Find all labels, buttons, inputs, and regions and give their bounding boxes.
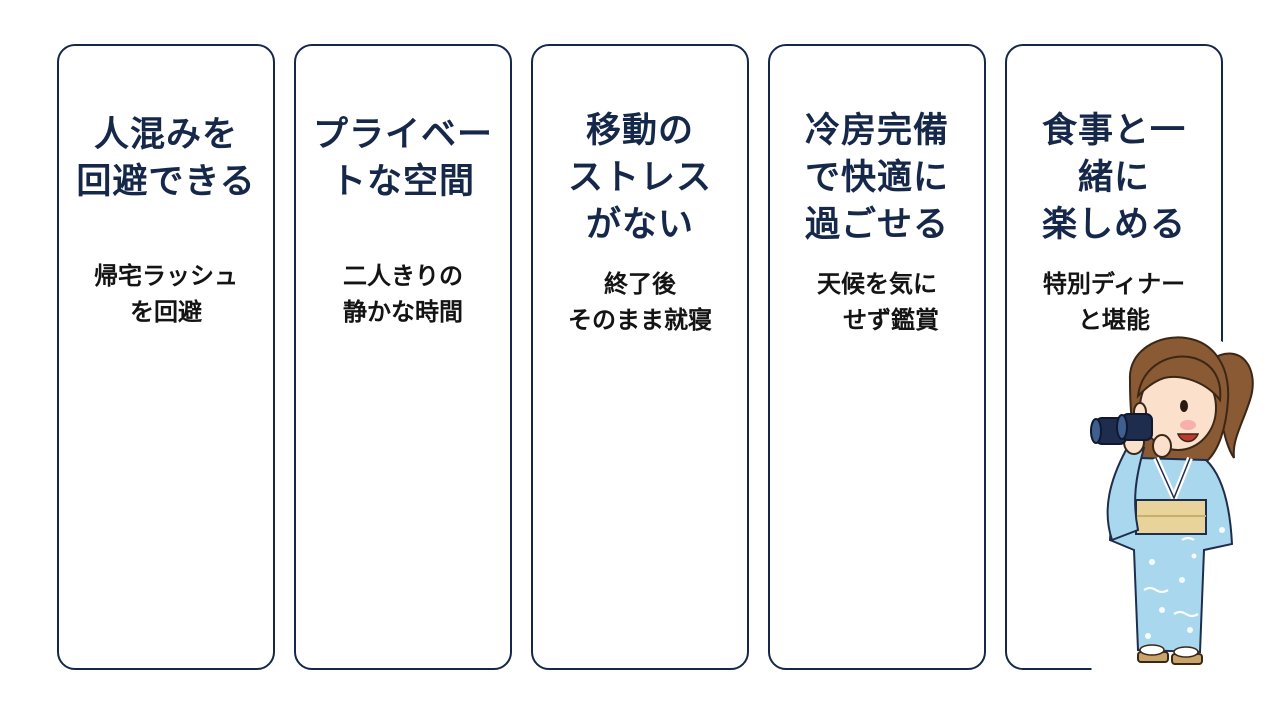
card-description: 終了後 そのまま就寝 <box>533 266 747 338</box>
card-title-line: がない <box>585 205 694 245</box>
card-title-line: 過ごせる <box>804 205 949 245</box>
card-desc-line: 二人きりの <box>343 262 463 290</box>
card-title-line: 緒に <box>1077 158 1150 198</box>
benefit-card-crowd-avoidance: 人混みを 回避できる 帰宅ラッシュ を回避 <box>57 44 275 670</box>
card-desc-line: 天候を気に <box>817 270 937 298</box>
card-title-line: 人混みを <box>93 115 238 155</box>
card-description: 二人きりの 静かな時間 <box>296 258 510 330</box>
card-title: プライベー トな空間 <box>296 112 510 206</box>
binoculars-icon <box>1090 413 1153 445</box>
card-desc-line: 静かな時間 <box>343 298 463 326</box>
card-desc-line: を回避 <box>130 298 202 326</box>
card-title-line: 冷房完備 <box>804 111 949 151</box>
card-desc-line: そのまま就寝 <box>568 306 712 334</box>
card-title-line: 回避できる <box>76 162 256 202</box>
card-description: 特別ディナー と堪能 <box>1007 266 1221 338</box>
card-title-line: プライベー <box>312 115 493 155</box>
benefit-card-air-conditioning: 冷房完備 で快適に 過ごせる 天候を気に せず鑑賞 <box>768 44 986 670</box>
card-desc-line: 特別ディナー <box>1042 270 1186 298</box>
card-desc-line: 帰宅ラッシュ <box>94 262 238 290</box>
card-desc-line: 終了後 <box>604 270 676 298</box>
woman-in-yukata-with-binoculars-illustration <box>1082 330 1257 680</box>
benefit-card-private-space: プライベー トな空間 二人きりの 静かな時間 <box>294 44 512 670</box>
card-title-line: で快適に <box>804 158 949 198</box>
card-title-line: 移動の <box>585 111 694 151</box>
card-title-line: 食事と一 <box>1041 111 1186 151</box>
card-title: 食事と一 緒に 楽しめる <box>1007 108 1221 249</box>
card-title: 移動の ストレス がない <box>533 108 747 249</box>
card-title: 人混みを 回避できる <box>59 112 273 206</box>
card-title-line: 楽しめる <box>1041 205 1186 245</box>
card-title-line: ストレス <box>567 158 712 198</box>
card-desc-line: と堪能 <box>1078 306 1150 334</box>
card-title-line: トな空間 <box>330 162 475 202</box>
card-title: 冷房完備 で快適に 過ごせる <box>770 108 984 249</box>
benefit-card-no-travel-stress: 移動の ストレス がない 終了後 そのまま就寝 <box>531 44 749 670</box>
card-description: 帰宅ラッシュ を回避 <box>59 258 273 330</box>
card-desc-line: せず鑑賞 <box>843 306 939 334</box>
card-description: 天候を気に せず鑑賞 <box>770 266 984 338</box>
